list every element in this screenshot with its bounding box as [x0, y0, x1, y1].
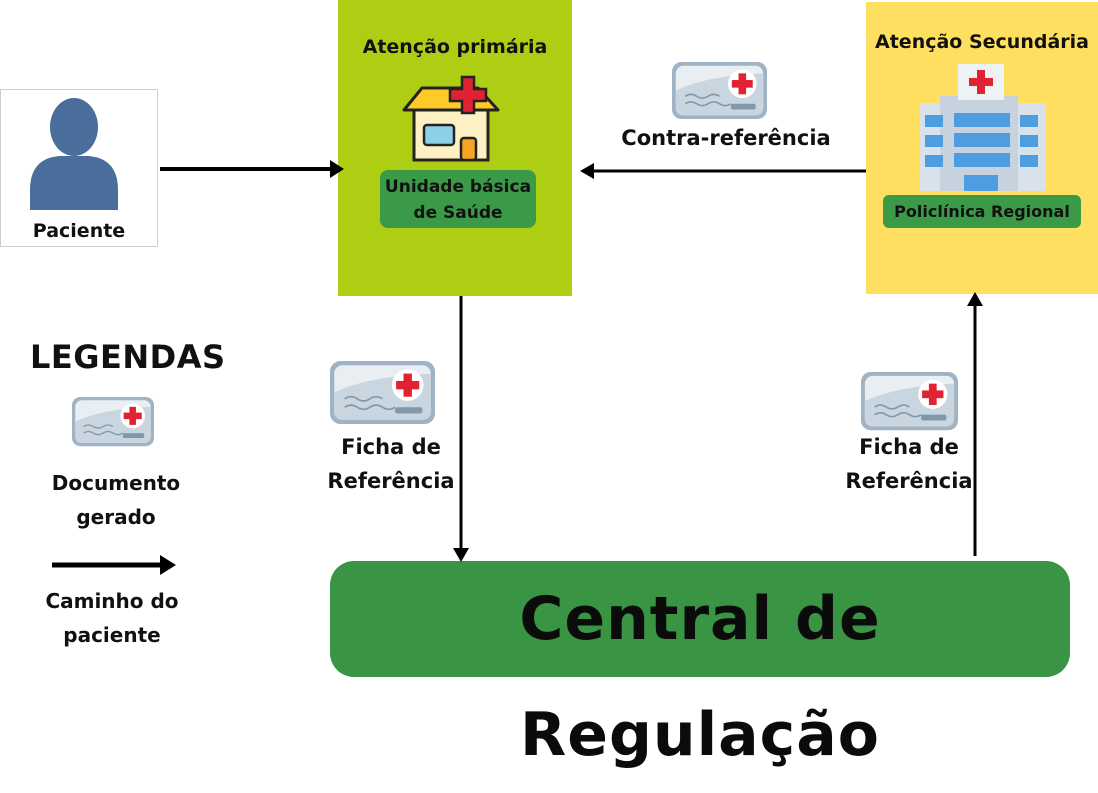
health-card-icon	[329, 360, 436, 425]
arrow-secondary-to-primary	[580, 163, 866, 179]
health-card-icon	[671, 61, 768, 120]
legend-document-line2: gerado	[76, 505, 156, 529]
primary-unit-badge: Unidade básica de Saúde	[380, 170, 536, 228]
central-regulation-label: Central de Regulação	[519, 584, 881, 770]
legend-path-line1: Caminho do	[45, 589, 179, 613]
referral-right-line1: Ficha de	[859, 435, 959, 459]
legend-document-line1: Documento	[51, 471, 181, 495]
referral-left-label: Ficha de Referência	[318, 430, 464, 498]
secondary-unit-badge: Policlínica Regional	[883, 195, 1081, 228]
legend-path-line2: paciente	[63, 623, 161, 647]
clinic-house-icon	[402, 75, 500, 162]
primary-care-title: Atenção primária	[362, 36, 548, 58]
legend-path-label: Caminho do paciente	[30, 584, 194, 652]
counter-referral-label: Contra-referência	[621, 126, 831, 150]
hospital-building-icon	[920, 64, 1046, 191]
legend-document-label: Documento gerado	[30, 466, 202, 534]
diagram-graphics	[30, 61, 1046, 575]
referral-left-line1: Ficha de	[341, 435, 441, 459]
referral-right-line2: Referência	[845, 469, 973, 493]
secondary-care-title: Atenção Secundária	[875, 31, 1089, 53]
arrow-patient-to-primary	[160, 160, 344, 178]
arrow-primary-to-central	[453, 296, 469, 562]
primary-unit-line2: de Saúde	[413, 203, 503, 223]
health-card-icon	[71, 396, 155, 447]
arrow-central-to-secondary	[967, 292, 983, 556]
health-card-icon	[860, 371, 959, 431]
legend-title: LEGENDAS	[30, 338, 226, 376]
primary-unit-line1: Unidade básica	[384, 177, 532, 197]
central-regulation-box	[330, 561, 1070, 677]
referral-left-line2: Referência	[327, 469, 455, 493]
arrow-right-icon	[52, 555, 176, 575]
patient-label: Paciente	[32, 220, 126, 242]
referral-right-label: Ficha de Referência	[836, 430, 982, 498]
person-icon	[30, 98, 118, 210]
